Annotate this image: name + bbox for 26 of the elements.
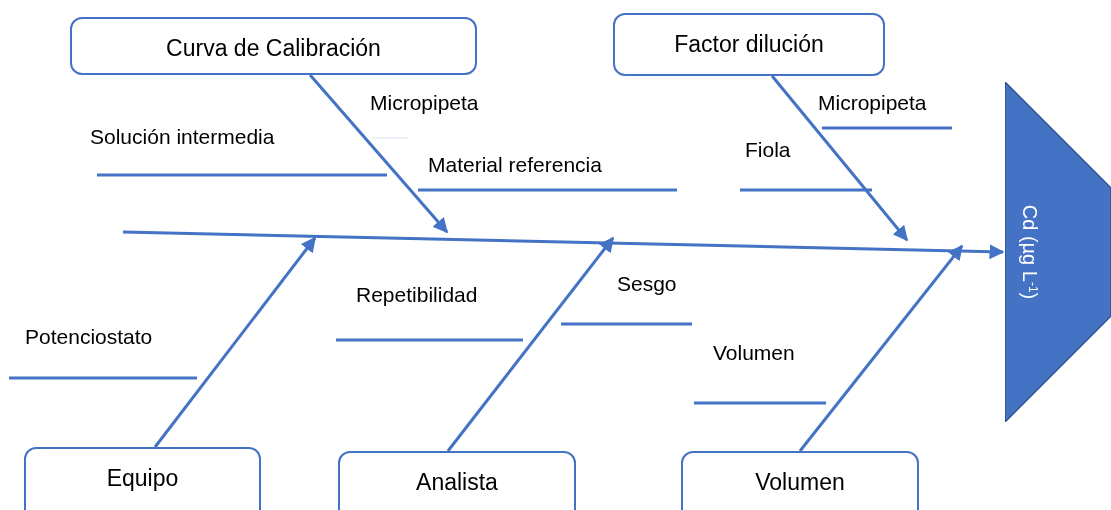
category-box <box>24 447 261 510</box>
category-box <box>70 17 477 75</box>
category-box <box>681 451 919 510</box>
arrow <box>446 236 615 452</box>
cause-label: Repetibilidad <box>356 282 478 308</box>
cause-label: Potenciostato <box>25 324 153 350</box>
cause-label: Solución intermedia <box>90 124 275 150</box>
arrow <box>770 75 909 242</box>
category-label: Curva de Calibración <box>166 35 381 61</box>
category-label: Analista <box>416 469 498 495</box>
arrow <box>798 244 964 452</box>
cause-label: Volumen <box>713 340 795 366</box>
category-label: Volumen <box>755 469 845 495</box>
effect-head-triangle <box>1005 82 1111 422</box>
arrow <box>122 230 1005 260</box>
category-box <box>613 13 885 76</box>
cause-label: Micropipeta <box>818 90 927 116</box>
cause-label: Fiola <box>745 137 791 163</box>
arrow <box>153 236 317 448</box>
arrow <box>309 74 449 234</box>
cause-label: Sesgo <box>617 271 677 297</box>
cause-label: Micropipeta <box>370 90 479 116</box>
category-label: Equipo <box>106 465 179 491</box>
cause-label: Material referencia <box>428 152 602 178</box>
category-label: Factor dilución <box>674 31 824 57</box>
category-box <box>338 451 576 510</box>
